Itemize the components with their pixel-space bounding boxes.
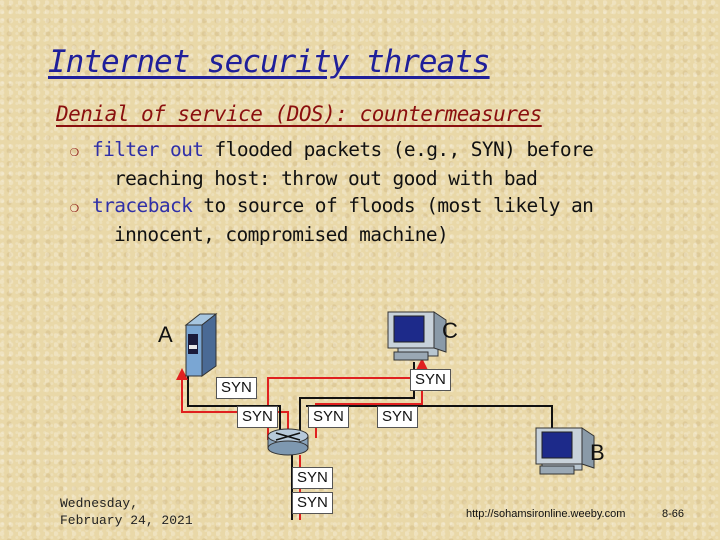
bullet-marker-icon: ❍ [70, 142, 79, 160]
slide-title: Internet security threats [48, 44, 491, 80]
bullet-list: ❍ filter out flooded packets (e.g., SYN) … [70, 136, 690, 248]
computer-b-icon [535, 427, 595, 475]
syn-label: SYN [410, 369, 451, 391]
footer-date-line2: February 24, 2021 [60, 513, 193, 528]
link-a [187, 376, 281, 440]
bullet-marker-icon: ❍ [70, 198, 79, 216]
bullet-filter-out: ❍ filter out flooded packets (e.g., SYN) … [70, 136, 690, 192]
footer-date-line1: Wednesday, [60, 496, 139, 511]
arrow-a-icon [176, 368, 188, 380]
bullet-highlight: traceback [92, 194, 193, 217]
computer-c-icon [387, 311, 447, 361]
syn-label: SYN [216, 377, 257, 399]
bullet-text: to source of floods (most likely an inno… [114, 194, 594, 246]
arrow-c-icon [416, 358, 428, 370]
slide-subtitle: Denial of service (DOS): countermeasures [56, 102, 542, 126]
server-a-icon [184, 312, 218, 377]
syn-label: SYN [292, 492, 333, 514]
host-a-label: A [158, 322, 173, 347]
syn-label: SYN [237, 406, 278, 428]
bullet-highlight: filter out [92, 138, 204, 161]
host-b-label: B [590, 440, 605, 465]
footer-date: Wednesday, February 24, 2021 [60, 495, 193, 529]
bullet-text: flooded packets (e.g., SYN) before reach… [114, 138, 594, 190]
syn-label: SYN [377, 406, 418, 428]
router-icon [267, 428, 309, 456]
host-c-label: C [442, 318, 458, 343]
syn-label: SYN [308, 406, 349, 428]
link-c [299, 362, 415, 440]
footer-url: http://sohamsironline.weeby.com [466, 508, 626, 520]
page-number: 8-66 [662, 508, 685, 520]
syn-label: SYN [292, 467, 333, 489]
bullet-traceback: ❍ traceback to source of floods (most lik… [70, 192, 690, 248]
